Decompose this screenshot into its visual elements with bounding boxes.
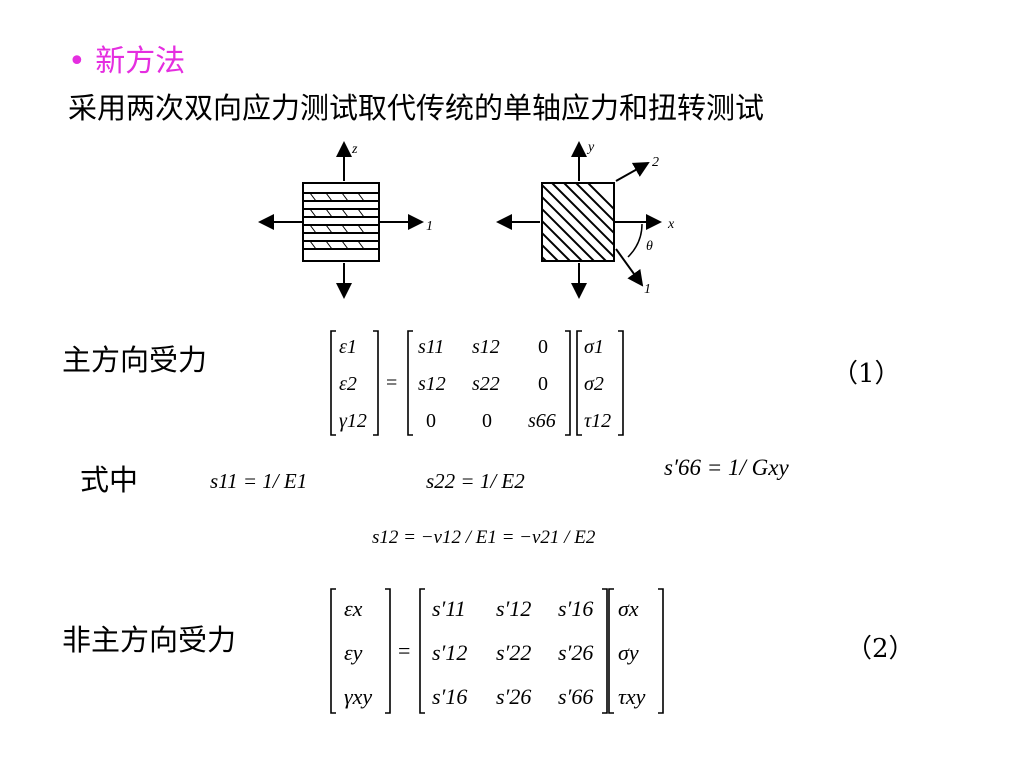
eq1-s-r1c2: s12 <box>472 336 500 358</box>
off-axis-loading-label: 非主方向受力 <box>62 623 237 657</box>
eq2-s-r2c1: s′12 <box>432 640 467 665</box>
heading-text: 新方法 <box>95 44 186 79</box>
eq1-s-r2c3: 0 <box>538 373 548 395</box>
eq2-stress-3: τxy <box>618 684 646 709</box>
equation-2: εx εy γxy = s′11 s′12 s′16 s′12 s′22 s′2… <box>330 588 664 714</box>
def-s11: s11 = 1/ E1 <box>210 469 308 493</box>
eq1-strain-3: γ12 <box>339 410 367 432</box>
eq2-s-r3c1: s′16 <box>432 684 467 709</box>
eq2-stress-2: σy <box>618 640 639 665</box>
eq2-stress-1: σx <box>618 596 639 621</box>
bullet: • <box>68 44 86 79</box>
heading: • 新方法 <box>68 44 185 80</box>
left-specimen: z 1 <box>258 141 433 299</box>
eq2-s-r2c2: s′22 <box>496 640 531 665</box>
eq1-s-r1c3: 0 <box>538 336 548 358</box>
equation-number-2: （2） <box>846 634 915 664</box>
eq1-equals: = <box>386 372 397 394</box>
eq1-s-r3c2: 0 <box>482 410 492 432</box>
right-specimen: y 2 x 1 θ <box>496 140 675 299</box>
eq2-strain-1: εx <box>344 596 363 621</box>
eq2-s-r1c1: s′11 <box>432 596 466 621</box>
eq2-strain-3: γxy <box>344 684 372 709</box>
eq2-s-r3c3: s′66 <box>558 684 593 709</box>
equation-1: ε1 ε2 γ12 = s11 s12 0 s12 s22 0 0 0 s66 … <box>330 330 624 436</box>
eq2-s-r3c2: s′26 <box>496 684 531 709</box>
eq2-s-r1c3: s′16 <box>558 596 593 621</box>
eq1-s-r2c2: s22 <box>472 373 500 395</box>
def-s66-prime: s′66 = 1/ Gxy <box>664 455 789 480</box>
left-axis-1: 1 <box>426 219 433 234</box>
eq1-s-r3c1: 0 <box>426 410 436 432</box>
angle-theta: θ <box>646 239 653 254</box>
eq2-equals: = <box>398 638 410 663</box>
eq1-s-r2c1: s12 <box>418 373 446 395</box>
eq2-strain-2: εy <box>344 640 363 665</box>
eq1-stress-2: σ2 <box>584 373 604 395</box>
def-s22: s22 = 1/ E2 <box>426 469 525 493</box>
right-axis-y: y <box>586 140 595 155</box>
def-s12: s12 = −ν12 / E1 = −ν21 / E2 <box>372 527 596 548</box>
principal-loading-label: 主方向受力 <box>62 343 208 377</box>
eq1-stress-1: σ1 <box>584 336 604 358</box>
left-axis-z: z <box>351 142 358 157</box>
right-axis-x: x <box>667 217 675 232</box>
right-axis-2: 2 <box>652 155 659 170</box>
eq1-strain-2: ε2 <box>339 373 357 395</box>
specimen-figure: z 1 y 2 x 1 θ <box>258 140 675 299</box>
eq2-s-r1c2: s′12 <box>496 596 531 621</box>
description: 采用两次双向应力测试取代传统的单轴应力和扭转测试 <box>68 91 765 125</box>
where-label: 式中 <box>80 463 139 497</box>
right-axis-1: 1 <box>644 282 651 297</box>
eq1-s-r1c1: s11 <box>418 336 444 358</box>
eq1-stress-3: τ12 <box>584 410 611 432</box>
eq2-s-r2c3: s′26 <box>558 640 593 665</box>
eq1-s-r3c3: s66 <box>528 410 556 432</box>
eq1-strain-1: ε1 <box>339 336 357 358</box>
equation-number-1: （1） <box>832 359 901 389</box>
